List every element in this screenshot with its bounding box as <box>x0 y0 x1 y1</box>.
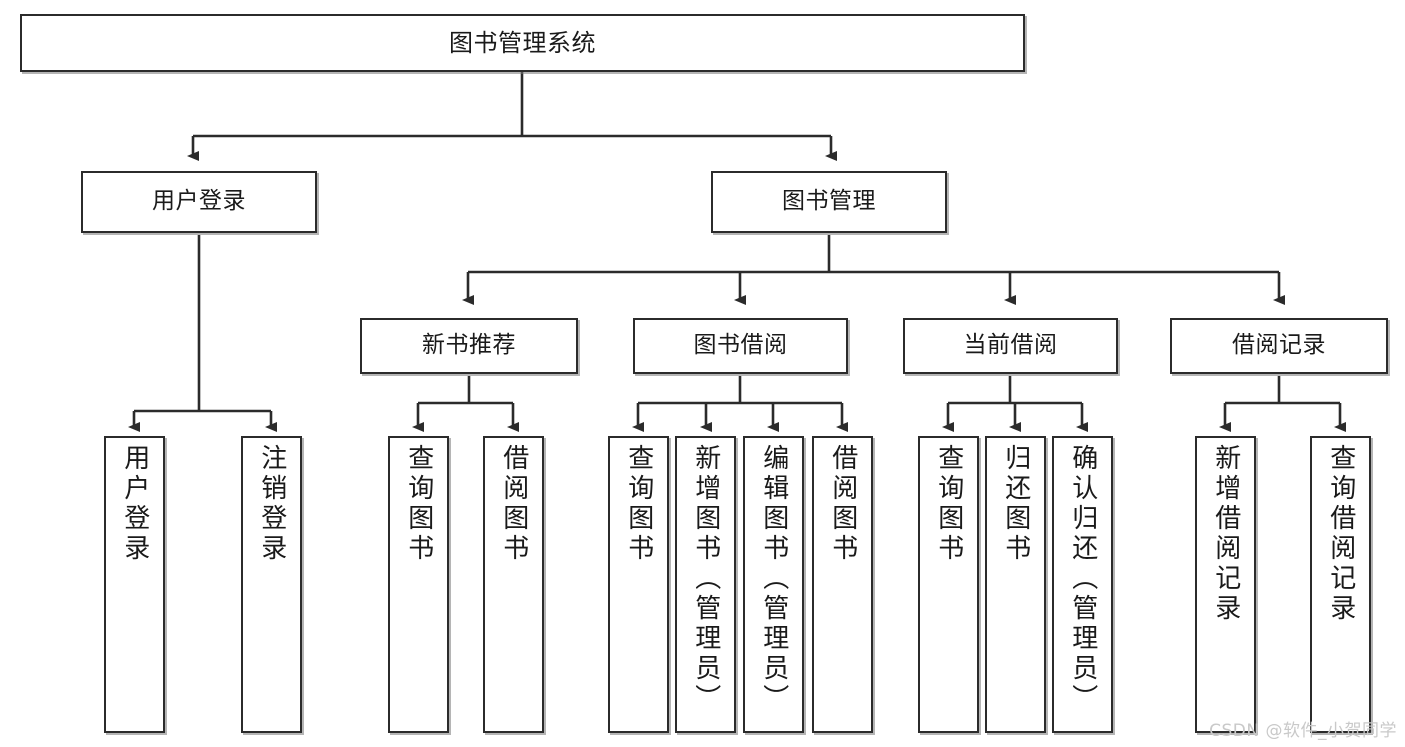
node-book-management-label: 图书管理 <box>782 188 876 215</box>
node-root-label: 图书管理系统 <box>449 28 596 57</box>
leaf-confirm-return-admin[interactable]: 确认归还（管理员） <box>1052 436 1113 733</box>
leaf-edit-book-admin[interactable]: 编辑图书（管理员） <box>743 436 804 733</box>
leaf-query-book-recommend-label: 查询图书 <box>403 444 434 564</box>
leaf-return-book-label: 归还图书 <box>1000 444 1031 564</box>
node-root[interactable]: 图书管理系统 <box>20 14 1025 72</box>
leaf-query-book-borrow[interactable]: 查询图书 <box>608 436 669 733</box>
leaf-query-book-recommend[interactable]: 查询图书 <box>388 436 449 733</box>
node-new-book-recommend-label: 新书推荐 <box>422 332 516 359</box>
leaf-logout[interactable]: 注销登录 <box>241 436 302 733</box>
node-book-borrow-label: 图书借阅 <box>693 332 788 359</box>
node-book-management[interactable]: 图书管理 <box>711 171 947 233</box>
node-borrow-record[interactable]: 借阅记录 <box>1170 318 1388 374</box>
leaf-user-login-label: 用户登录 <box>119 444 150 564</box>
node-user-login-label: 用户登录 <box>152 188 246 215</box>
node-new-book-recommend[interactable]: 新书推荐 <box>360 318 578 374</box>
node-borrow-record-label: 借阅记录 <box>1232 332 1326 359</box>
leaf-user-login[interactable]: 用户登录 <box>104 436 165 733</box>
leaf-borrow-book-recommend-label: 借阅图书 <box>498 444 529 564</box>
leaf-confirm-return-admin-label: 确认归还（管理员） <box>1067 444 1098 714</box>
node-user-login[interactable]: 用户登录 <box>81 171 317 233</box>
node-current-borrow[interactable]: 当前借阅 <box>903 318 1118 374</box>
leaf-logout-label: 注销登录 <box>256 444 287 564</box>
leaf-add-borrow-record-label: 新增借阅记录 <box>1210 444 1241 624</box>
leaf-borrow-book[interactable]: 借阅图书 <box>812 436 873 733</box>
leaf-add-book-admin-label: 新增图书（管理员） <box>690 444 721 714</box>
leaf-edit-book-admin-label: 编辑图书（管理员） <box>758 444 789 714</box>
leaf-query-book-current-label: 查询图书 <box>933 444 964 564</box>
leaf-borrow-book-recommend[interactable]: 借阅图书 <box>483 436 544 733</box>
leaf-add-book-admin[interactable]: 新增图书（管理员） <box>675 436 736 733</box>
leaf-query-book-borrow-label: 查询图书 <box>623 444 654 564</box>
watermark-text: CSDN @软件_小贺同学 <box>1209 721 1397 741</box>
leaf-query-borrow-record[interactable]: 查询借阅记录 <box>1310 436 1371 733</box>
node-current-borrow-label: 当前借阅 <box>963 332 1058 359</box>
leaf-query-book-current[interactable]: 查询图书 <box>918 436 979 733</box>
leaf-return-book[interactable]: 归还图书 <box>985 436 1046 733</box>
leaf-query-borrow-record-label: 查询借阅记录 <box>1325 444 1356 624</box>
leaf-borrow-book-label: 借阅图书 <box>827 444 858 564</box>
node-book-borrow[interactable]: 图书借阅 <box>633 318 848 374</box>
leaf-add-borrow-record[interactable]: 新增借阅记录 <box>1195 436 1256 733</box>
